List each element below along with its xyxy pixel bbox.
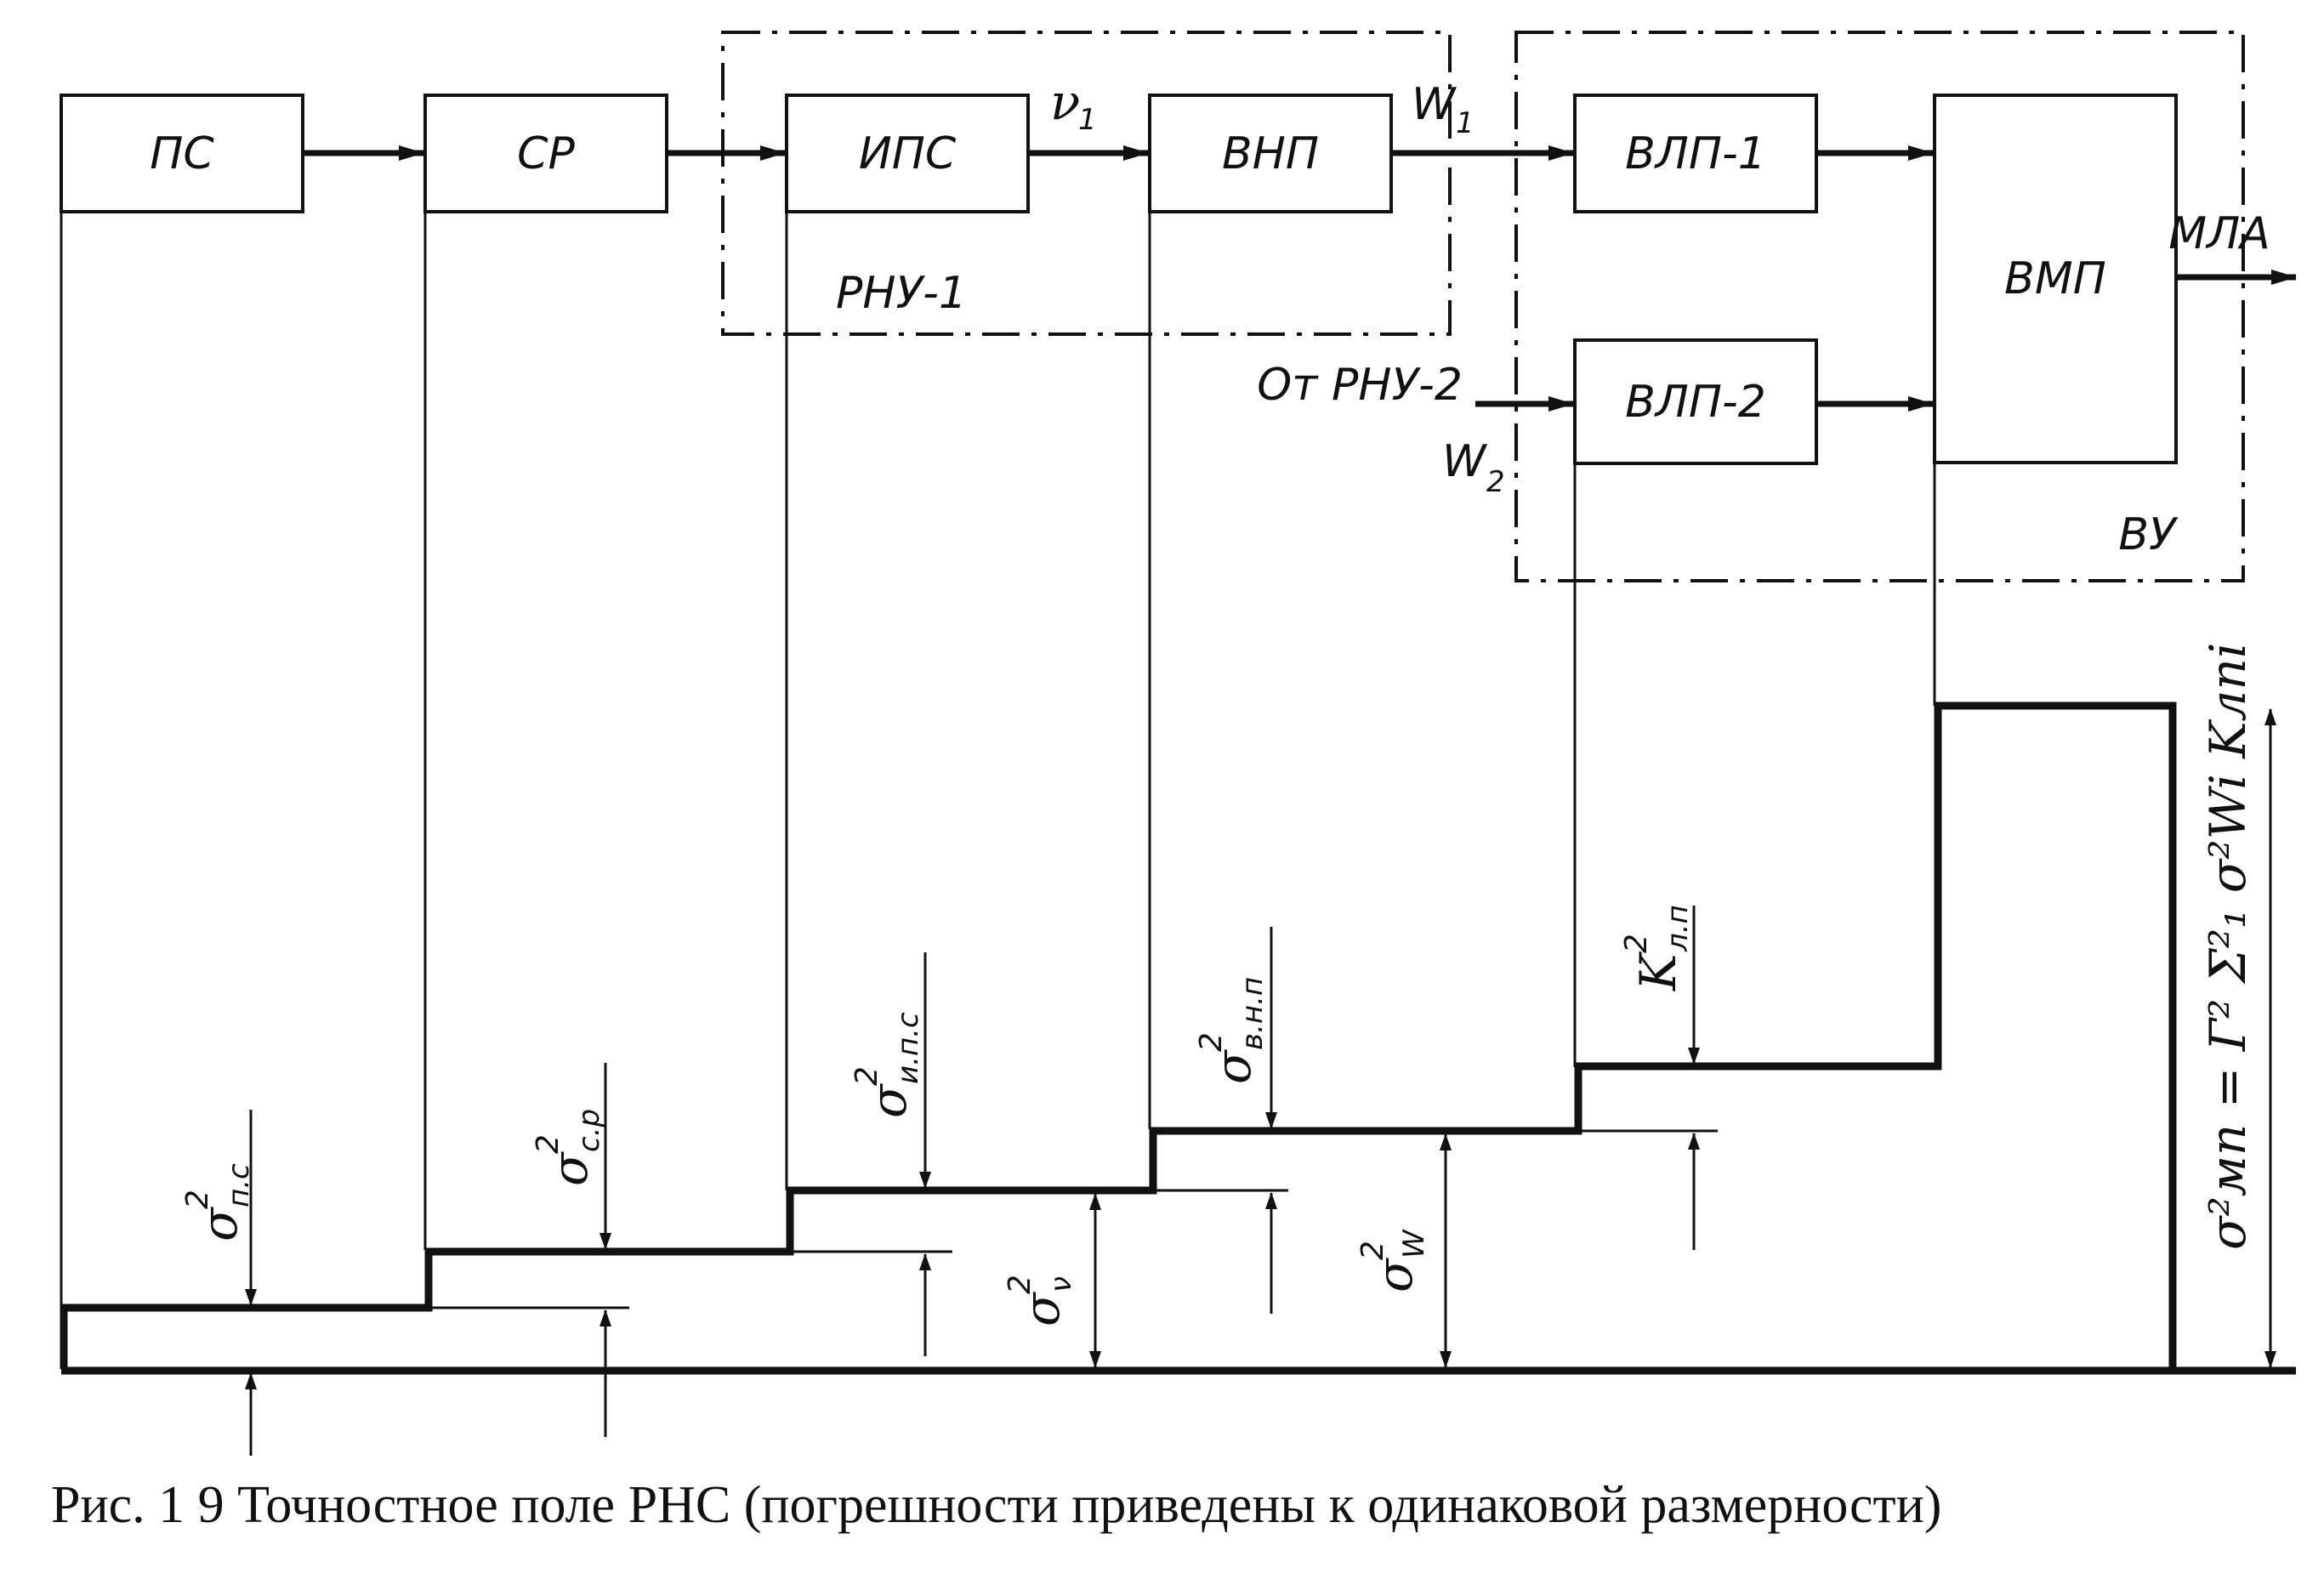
svg-text:σ: σ [1366, 1258, 1423, 1292]
rnu1-boundary [721, 31, 1452, 336]
svg-text:K: K [1629, 951, 1687, 991]
vlp1-block [1573, 94, 1818, 213]
k-lp-label: K 2 л.п [1619, 905, 1695, 991]
svg-text:2: 2 [180, 1190, 215, 1209]
sr-label: СР [517, 128, 575, 179]
svg-text:в.н.п: в.н.п [1236, 977, 1270, 1050]
ps-block [60, 94, 304, 213]
w1-subscript: 1 [1456, 106, 1475, 140]
figure-caption: Рис. 1 9 Точностное поле РНС (погрешност… [51, 1476, 1941, 1534]
sr-block [423, 94, 668, 213]
svg-text:σ: σ [1204, 1049, 1262, 1084]
nu1-subscript: 1 [1078, 103, 1097, 137]
ips-block [785, 94, 1030, 213]
accuracy-staircase [60, 701, 2177, 1371]
vlp1-label: ВЛП-1 [1625, 128, 1766, 179]
svg-text:2: 2 [531, 1134, 565, 1154]
svg-text:2: 2 [849, 1066, 884, 1086]
sigma-ps-label: σ 2 п.с [180, 1163, 256, 1241]
svg-text:2: 2 [1355, 1241, 1390, 1260]
svg-text:σ: σ [541, 1151, 599, 1186]
rnu1-label: РНУ-1 [836, 268, 967, 319]
mla-label: МЛА [2168, 208, 2270, 259]
vmp-block [1933, 94, 2178, 464]
w2-label: W [1442, 436, 1488, 487]
ps-label: ПС [150, 128, 214, 179]
svg-text:и.п.с: и.п.с [891, 1012, 925, 1084]
svg-text:ν: ν [1044, 1276, 1078, 1292]
w1-label: W [1412, 79, 1457, 130]
svg-text:σ: σ [1013, 1292, 1071, 1326]
svg-text:п.с: п.с [222, 1163, 256, 1207]
vlp2-block [1573, 338, 1818, 465]
vnp-block [1148, 94, 1393, 213]
sigma-mp-formula: σ²мп = Г² Σ²₁ σ²Wi Kлпi [2199, 643, 2257, 1250]
vmp-label: ВМП [2004, 253, 2106, 304]
sigma-ips-label: σ 2 и.п.с [849, 1012, 925, 1118]
vu-label: ВУ [2118, 509, 2179, 560]
svg-text:л.п: л.п [1661, 905, 1695, 952]
svg-text:2: 2 [1619, 934, 1654, 953]
w2-subscript: 2 [1486, 465, 1505, 499]
svg-text:σ: σ [860, 1083, 918, 1118]
from-rnu2-label: От РНУ-2 [1257, 360, 1463, 411]
sigma-sr-label: σ 2 с.р [531, 1109, 606, 1186]
nu1-label: ν [1050, 73, 1080, 131]
svg-text:с.р: с.р [572, 1109, 606, 1152]
sigma-vnp-label: σ 2 в.н.п [1194, 977, 1270, 1084]
sigma-nu-label: σ 2 ν [1003, 1275, 1078, 1326]
svg-text:σ: σ [190, 1207, 248, 1241]
sigma-w-label: σ 2 W [1355, 1229, 1431, 1292]
svg-text:2: 2 [1194, 1032, 1229, 1052]
vlp2-label: ВЛП-2 [1625, 377, 1766, 428]
vnp-label: ВНП [1222, 128, 1319, 179]
svg-text:2: 2 [1003, 1275, 1037, 1294]
svg-text:W: W [1397, 1229, 1431, 1258]
ips-label: ИПС [859, 128, 957, 179]
vu-boundary [1514, 31, 2245, 582]
